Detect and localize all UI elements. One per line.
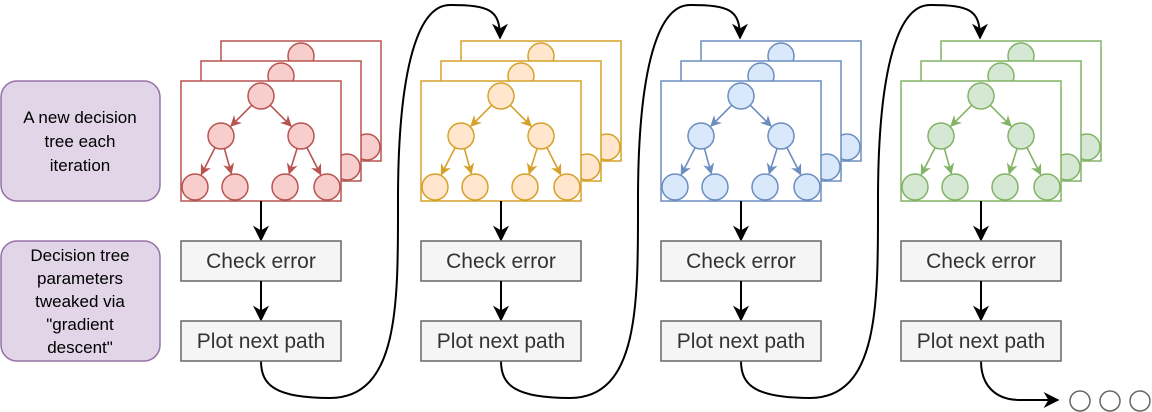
check-error-label: Check error: [686, 250, 796, 273]
continuation-dot: [1069, 390, 1091, 412]
plot-next-path-label: Plot next path: [437, 330, 565, 353]
side-note-new-tree-line-1: A new decision: [23, 108, 136, 127]
tree-edge: [786, 147, 802, 176]
continuation-dots: [1069, 390, 1151, 412]
side-note-new-tree-line-3: iteration: [50, 156, 110, 175]
tree-node: [751, 173, 779, 201]
tree-frame-front: [900, 80, 1062, 202]
side-note-new-tree-line-2: tree each: [45, 132, 116, 151]
tree-edge: [269, 104, 292, 127]
side-note-new-tree: A new decision tree each iteration: [0, 80, 161, 202]
plot-next-path-box: [420, 320, 582, 362]
tree-edge: [703, 148, 715, 175]
side-note-gradient-descent-line-2: parameters: [37, 269, 123, 288]
tree-edge: [989, 104, 1012, 127]
tree-edge: [920, 147, 936, 176]
tree-node: [927, 122, 955, 150]
tree-node: [793, 173, 821, 201]
tree-node: [901, 173, 929, 201]
tree-node: [767, 122, 795, 150]
side-note-gradient-descent-box: [0, 240, 161, 362]
tree-edge: [1026, 147, 1042, 176]
tree-edge: [1006, 148, 1018, 175]
tree-edge: [950, 104, 973, 127]
plot-next-path-label: Plot next path: [917, 330, 1045, 353]
tree-frame-front: [420, 80, 582, 202]
tree-edge: [470, 104, 493, 127]
tree-edge: [766, 148, 778, 175]
tree-edge: [526, 148, 538, 175]
side-note-gradient-descent-line-1: Decision tree: [30, 246, 129, 265]
connector-2-to-3: [500, 3, 748, 400]
tree-node: [421, 173, 449, 201]
check-error-box: [660, 240, 822, 282]
tree-node: [487, 82, 515, 110]
tree-edge: [223, 148, 235, 175]
tree-node: [553, 173, 581, 201]
tree-node: [221, 173, 249, 201]
side-note-new-tree-box: [0, 80, 161, 202]
plot-next-path-label: Plot next path: [677, 330, 805, 353]
check-error-box: [900, 240, 1062, 282]
tree-node: [687, 122, 715, 150]
plot-next-path-box: [180, 320, 342, 362]
side-note-gradient-descent-line-4: "gradient: [46, 315, 114, 334]
tree-node: [271, 173, 299, 201]
tree-edge: [546, 147, 562, 176]
tree-node: [1007, 122, 1035, 150]
tree-edge: [749, 104, 772, 127]
continuation-dot: [1099, 390, 1121, 412]
tree-node: [461, 173, 489, 201]
check-error-box: [420, 240, 582, 282]
tree-edge: [306, 147, 322, 176]
continuation-dot: [1129, 390, 1151, 412]
tree-edge: [680, 147, 696, 176]
tree-node: [287, 122, 315, 150]
tree-edge: [286, 148, 298, 175]
tree-edge: [710, 104, 733, 127]
tree-node: [511, 173, 539, 201]
plot-next-path-box: [660, 320, 822, 362]
plot-next-path-box: [900, 320, 1062, 362]
tree-node: [181, 173, 209, 201]
tree-node: [313, 173, 341, 201]
tree-edge: [230, 104, 253, 127]
tree-node: [661, 173, 689, 201]
tree-node: [527, 122, 555, 150]
tree-node: [701, 173, 729, 201]
tree-edge: [200, 147, 216, 176]
tree-frame-front: [180, 80, 342, 202]
check-error-box: [180, 240, 342, 282]
check-error-label: Check error: [926, 250, 1036, 273]
tree-node: [1033, 173, 1061, 201]
tree-edge: [509, 104, 532, 127]
tree-node: [247, 82, 275, 110]
connector-4-to-continue: [980, 360, 1060, 408]
tree-node: [727, 82, 755, 110]
tree-edge: [943, 148, 955, 175]
connector-1-to-2: [260, 3, 508, 400]
tree-frame-front: [660, 80, 822, 202]
tree-node: [967, 82, 995, 110]
tree-edge: [440, 147, 456, 176]
plot-next-path-label: Plot next path: [197, 330, 325, 353]
tree-node: [941, 173, 969, 201]
connector-3-to-4: [740, 3, 988, 400]
check-error-label: Check error: [206, 250, 316, 273]
iteration-connectors: [260, 3, 1060, 408]
side-note-gradient-descent-line-5: descent": [47, 338, 113, 357]
tree-node: [207, 122, 235, 150]
tree-node: [991, 173, 1019, 201]
side-note-gradient-descent-line-3: tweaked via: [35, 292, 125, 311]
tree-edge: [463, 148, 475, 175]
tree-node: [447, 122, 475, 150]
check-error-label: Check error: [446, 250, 556, 273]
side-note-gradient-descent: Decision tree parameters tweaked via "gr…: [0, 240, 161, 362]
